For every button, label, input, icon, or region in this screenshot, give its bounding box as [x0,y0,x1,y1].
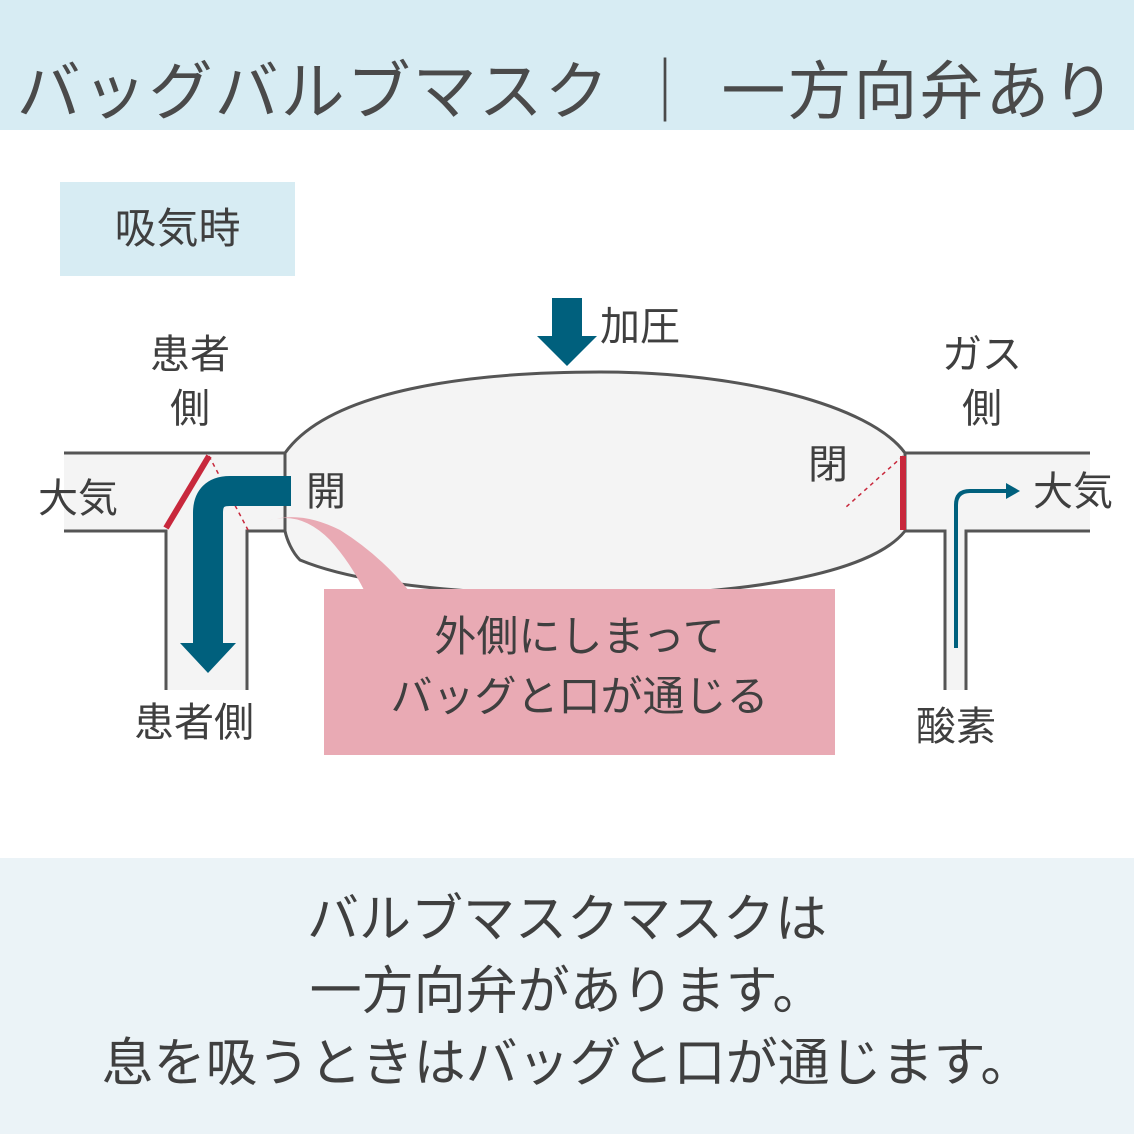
right-pipe-outline [905,451,1090,690]
callout-line2: バッグと口が通じる [390,672,769,721]
callout-box: 外側にしまって バッグと口が通じる [324,589,835,755]
right-pipe [905,453,1090,690]
closed-label: 閉 [808,442,848,488]
open-label: 開 [306,469,346,515]
page-title: バッグバルブマスク ｜ 一方向弁あり [16,56,1118,130]
oxygen-label: 酸素 [916,704,996,750]
pressure-arrow [537,298,597,366]
left-valve [163,454,212,530]
patient-side-label-line1: 患者 [150,332,230,378]
footer-line1: バルブマスクマスクは [306,890,827,950]
patient-side-bottom-label: 患者側 [134,700,254,746]
phase-label: 吸気時 [114,204,241,253]
left-pipe [64,453,285,690]
gas-side-label-line1: ガス [942,332,1022,378]
gas-side-label-line2: 側 [962,386,1002,432]
phase-badge: 吸気時 [60,182,295,276]
patient-side-label-line2: 側 [170,386,210,432]
callout-line1: 外側にしまって [434,612,725,661]
callout-tail [268,517,410,592]
callout-text: 外側にしまって バッグと口が通じる [324,607,835,727]
atmosphere-right-label: 大気 [1033,469,1113,515]
oxygen-flow-arrow [954,489,1008,648]
title-band [0,0,1134,130]
oxygen-flow-arrow-head [1006,483,1020,499]
atmosphere-left-label: 大気 [38,476,118,522]
patient-flow-arrow-head [180,643,236,673]
pressure-label: 加圧 [600,304,680,350]
left-pipe-outline [64,451,285,690]
bag-valve-diagram: 加圧 患者 側 ガス 側 大気 大気 開 閉 患者側 酸素 [38,298,1113,750]
bag [283,370,907,597]
footer-band: バルブマスクマスクは 一方向弁があります。 息を吸うときはバッグと口が通じます。 [0,858,1134,1134]
patient-flow-arrow [193,476,291,643]
right-valve-open-position [844,455,904,509]
footer-line2: 一方向弁があります。 [309,962,825,1022]
footer-line3: 息を吸うときはバッグと口が通じます。 [101,1034,1033,1094]
footer-text: バルブマスクマスクは 一方向弁があります。 息を吸うときはバッグと口が通じます。 [0,884,1134,1100]
